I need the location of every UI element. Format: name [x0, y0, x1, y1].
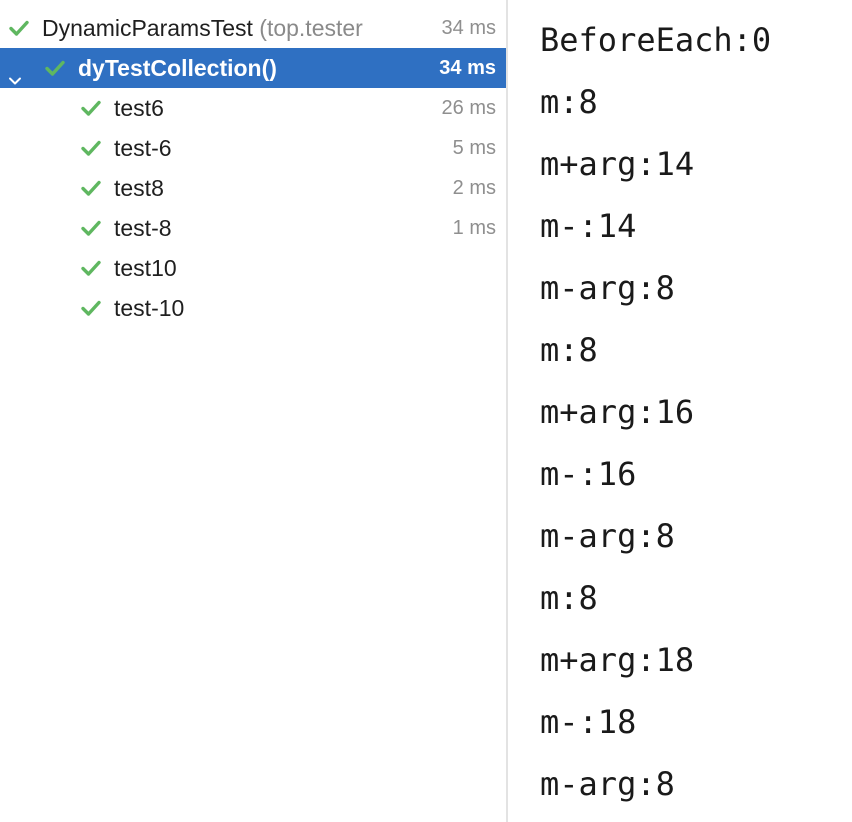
tree-node-test[interactable]: test6 26 ms [0, 88, 506, 128]
tree-node-label: test8 [114, 175, 164, 201]
check-icon [80, 97, 102, 119]
tree-node-label: test-8 [114, 215, 172, 241]
console-line: m+arg:18 [540, 641, 695, 679]
console-line: m-arg:8 [540, 269, 675, 307]
check-icon [80, 257, 102, 279]
tree-node-label: DynamicParamsTest (top.tester [42, 8, 363, 48]
test-results-tree[interactable]: DynamicParamsTest (top.tester 34 ms dyTe… [0, 0, 506, 822]
console-line: m-arg:8 [540, 517, 675, 555]
tree-node-test[interactable]: test-6 5 ms [0, 128, 506, 168]
class-name: DynamicParamsTest [42, 15, 253, 41]
check-icon [80, 217, 102, 239]
tree-node-collection[interactable]: dyTestCollection() 34 ms [0, 48, 506, 88]
tree-node-label: dyTestCollection() [78, 55, 277, 81]
tree-node-test[interactable]: test10 [0, 248, 506, 288]
check-icon [8, 17, 30, 39]
console-line: BeforeEach:0 [540, 21, 772, 59]
chevron-down-icon[interactable] [8, 60, 22, 85]
check-icon [44, 57, 66, 79]
tree-node-label: test-6 [114, 135, 172, 161]
panel-splitter[interactable] [506, 0, 508, 822]
check-icon [80, 297, 102, 319]
tree-node-test[interactable]: test8 2 ms [0, 168, 506, 208]
tree-node-test[interactable]: test-8 1 ms [0, 208, 506, 248]
console-line: m-:18 [540, 703, 637, 741]
console-line: m-:14 [540, 207, 637, 245]
console-line: m-:16 [540, 455, 637, 493]
console-line: m:8 [540, 579, 598, 617]
tree-node-label: test-10 [114, 295, 185, 321]
console-line: m:8 [540, 83, 598, 121]
package-name: (top.tester [259, 15, 363, 41]
tree-node-test[interactable]: test-10 [0, 288, 506, 328]
duration: 26 ms [437, 88, 496, 128]
console-line: m+arg:16 [540, 393, 695, 431]
console-output[interactable]: BeforeEach:0 m:8 m+arg:14 m-:14 m-arg:8 … [508, 0, 852, 822]
duration: 5 ms [448, 128, 496, 168]
duration: 1 ms [448, 208, 496, 248]
tree-node-root[interactable]: DynamicParamsTest (top.tester 34 ms [0, 8, 506, 48]
console-line: m-arg:8 [540, 765, 675, 803]
tree-node-label: test6 [114, 95, 164, 121]
tree-node-label: test10 [114, 255, 177, 281]
duration: 34 ms [437, 8, 496, 48]
duration: 2 ms [448, 168, 496, 208]
console-line: m+arg:14 [540, 145, 695, 183]
duration: 34 ms [435, 48, 496, 88]
check-icon [80, 177, 102, 199]
console-line: m:8 [540, 331, 598, 369]
check-icon [80, 137, 102, 159]
